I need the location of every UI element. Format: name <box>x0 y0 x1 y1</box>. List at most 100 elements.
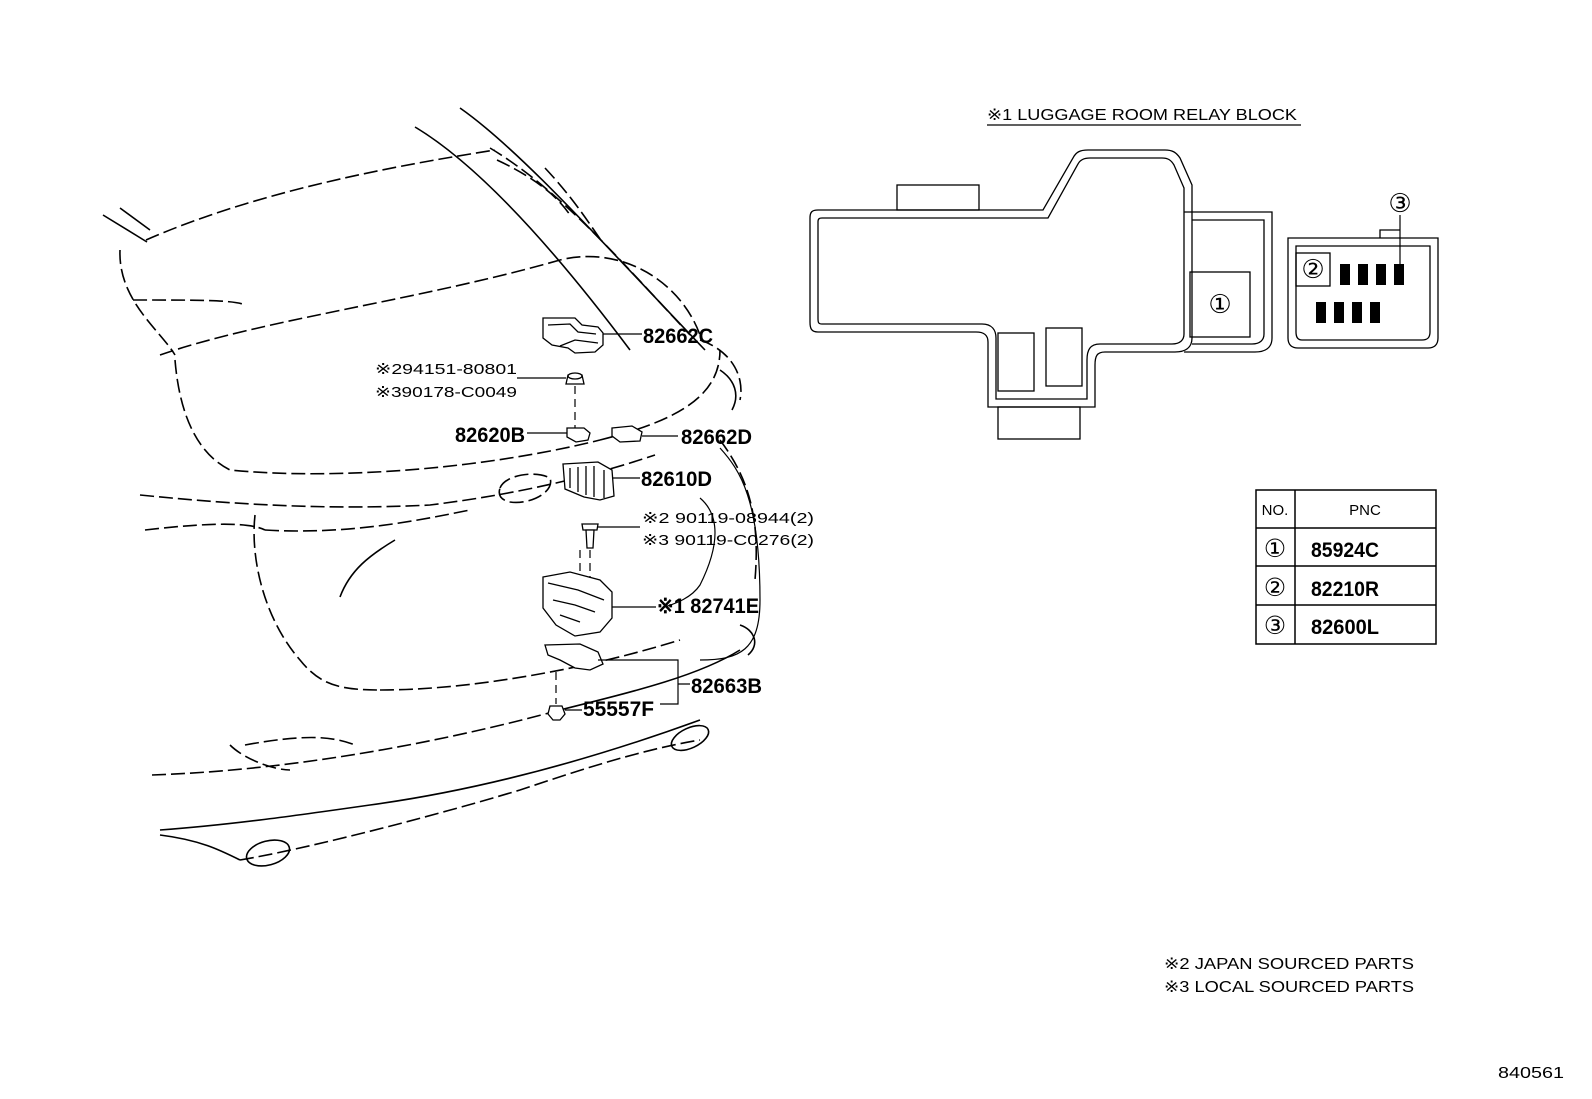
fuse-box-tab <box>1379 229 1400 238</box>
label-90178: ※390178-C0049 <box>375 384 517 401</box>
exhaust-right <box>670 724 710 752</box>
marker-1: ① <box>1208 290 1231 320</box>
pnc-table: NO. PNC ① 85924C ② 82210R ③ 82600L <box>1255 489 1437 645</box>
fuse-box-inner <box>1295 245 1431 341</box>
tail-panel-curve <box>339 539 396 598</box>
fuse-bottom-4 <box>1370 302 1380 323</box>
relay-block-right-wing-outer <box>1184 211 1273 353</box>
fuse-bottom-1 <box>1316 302 1326 323</box>
label-82620B: 82620B <box>455 424 525 447</box>
pnc-table-header-pnc: PNC <box>1349 502 1381 519</box>
pnc-row-3-no: ③ <box>1264 611 1286 640</box>
label-55557F: 55557F <box>583 698 654 721</box>
label-82662D: 82662D <box>681 426 752 449</box>
pnc-row-2-no: ② <box>1264 573 1286 602</box>
diffuser-line <box>239 739 701 861</box>
vehicle-rear-illustration <box>102 107 758 867</box>
body-mid-line <box>144 523 266 531</box>
part-82610D-shape <box>562 461 615 501</box>
tail-panel-right <box>379 639 681 691</box>
bumper-left-corner <box>229 744 291 771</box>
fuse-top-4 <box>1394 264 1404 285</box>
callout-labels: 82662C ※294151-80801 ※390178-C0049 82620… <box>375 325 814 721</box>
leader-82663B <box>598 659 690 705</box>
label-82741E: ※1 82741E <box>657 595 759 618</box>
relay-block-outline-outer <box>809 149 1193 408</box>
relay-block-title: ※1 LUGGAGE ROOM RELAY BLOCK <box>987 107 1297 124</box>
parts-group <box>542 317 643 721</box>
pnc-row-3-pnc: 82600L <box>1311 616 1379 639</box>
label-82662C: 82662C <box>643 325 713 348</box>
fuse-bottom-2 <box>1334 302 1344 323</box>
exhaust-left <box>245 839 291 867</box>
rear-glass-top <box>145 149 496 241</box>
fuse-rows <box>1316 264 1404 323</box>
bumper-upper <box>151 709 561 776</box>
relay-block-right-wing-inner <box>1192 219 1265 345</box>
tail-panel-right-2 <box>719 439 758 581</box>
trunk-lid-outline <box>174 359 601 475</box>
part-nut-top <box>567 372 583 380</box>
trunk-top-edge <box>159 255 701 356</box>
pnc-table-frame <box>1255 489 1437 645</box>
roof-line-outer <box>102 214 148 243</box>
bumper-lower <box>159 719 701 831</box>
relay-block-top-tab <box>896 184 980 211</box>
spoiler-lip-2 <box>719 369 737 411</box>
fuse-box-outer <box>1287 237 1439 349</box>
spoiler-lip <box>699 339 742 401</box>
label-82610D: 82610D <box>641 468 712 491</box>
pnc-table-header-no: NO. <box>1262 502 1289 519</box>
bumper-bend <box>739 624 756 656</box>
fuse-top-1 <box>1340 264 1350 285</box>
pnc-row-1-no: ① <box>1264 534 1286 563</box>
relay-slot-b <box>1045 327 1083 387</box>
leader-lines <box>517 333 761 711</box>
glass-inner <box>496 159 571 216</box>
bumper-upper-2 <box>559 649 741 711</box>
fuse-bottom-3 <box>1352 302 1362 323</box>
fuse-top-2 <box>1358 264 1368 285</box>
pillar-right-2 <box>459 107 706 351</box>
bumper-recess <box>244 736 356 746</box>
figure-id: 840561 <box>1498 1065 1564 1082</box>
part-clip-shape <box>547 705 566 721</box>
pillar-right-3 <box>489 147 691 336</box>
part-82610D-ribs <box>569 466 605 498</box>
label-90119-08944: ※2 90119-08944(2) <box>642 510 814 527</box>
leader-curve-bolt <box>664 497 716 608</box>
relay-slot-1 <box>1189 271 1251 338</box>
glass-inner-2 <box>544 167 604 244</box>
pnc-row-2-pnc: 82210R <box>1311 578 1379 601</box>
part-82741E-shape <box>542 571 613 637</box>
marker-2: ② <box>1301 255 1324 285</box>
part-82662D-shape <box>611 425 643 443</box>
leader-curve-relay <box>699 447 761 661</box>
label-90119-C0276: ※3 90119-C0276(2) <box>642 532 814 549</box>
part-82620B-shape <box>566 427 591 443</box>
rear-glass-left <box>119 249 176 356</box>
fuse-top-3 <box>1376 264 1386 285</box>
note-local-sourced: ※3 LOCAL SOURCED PARTS <box>1164 979 1414 996</box>
pillar-right <box>414 126 631 351</box>
tail-panel-left <box>253 514 381 691</box>
part-82741E-detail <box>547 582 605 623</box>
note-japan-sourced: ※2 JAPAN SOURCED PARTS <box>1164 956 1414 973</box>
trunk-emblem <box>498 473 552 504</box>
part-82662C-detail <box>547 323 599 347</box>
assembly-lines <box>555 386 591 704</box>
relay-block-outline-inner <box>817 157 1185 400</box>
pnc-row-1-pnc: 85924C <box>1311 539 1379 562</box>
bumper-lower-2 <box>159 834 241 861</box>
relay-block-inset: ※1 LUGGAGE ROOM RELAY BLOCK <box>809 107 1439 440</box>
part-82662C-shape <box>542 317 604 354</box>
part-bolt-shank <box>585 529 595 549</box>
relay-block-bottom-tab <box>997 406 1081 440</box>
label-82663B: 82663B <box>691 675 762 698</box>
marker-3: ③ <box>1388 189 1411 219</box>
rear-glass-edge <box>132 299 246 306</box>
relay-slot-a <box>997 332 1035 392</box>
label-94151: ※294151-80801 <box>375 361 517 378</box>
part-82663B-shape <box>544 643 604 671</box>
